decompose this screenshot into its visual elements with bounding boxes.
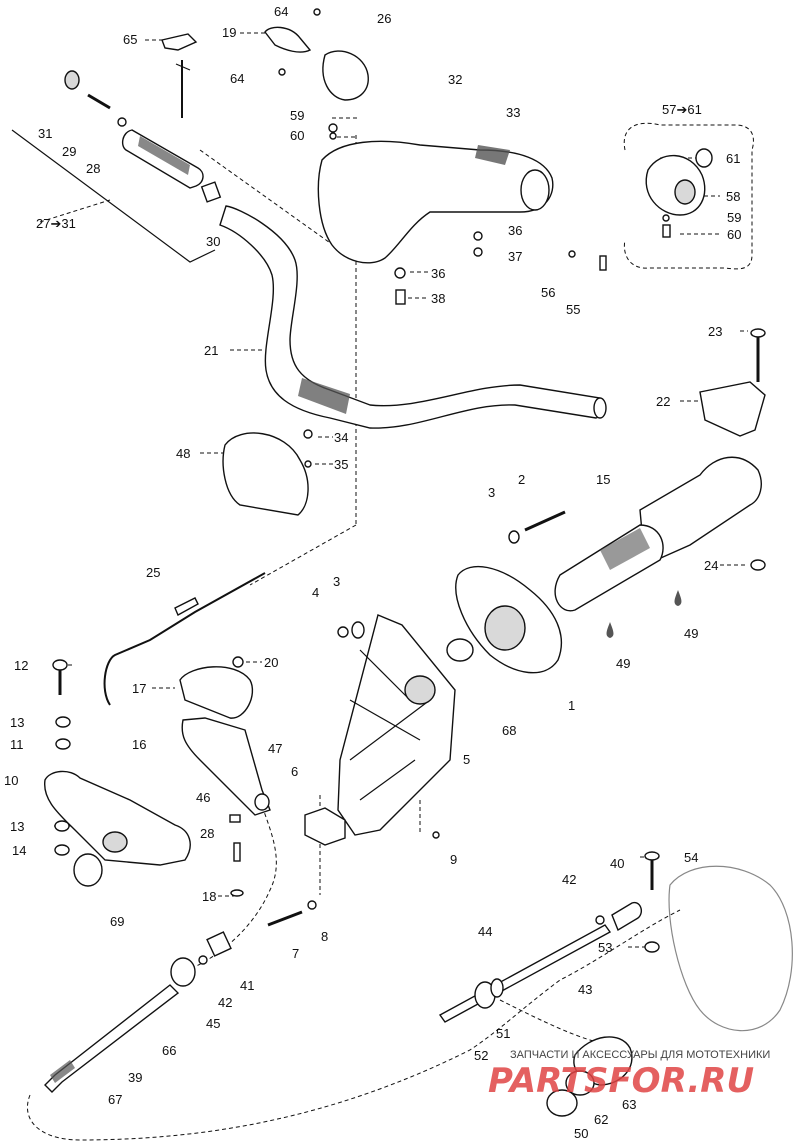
label-35: 35 [334,457,348,472]
label-26: 26 [377,11,391,26]
label-60: 60 [727,227,741,242]
steering-column [446,328,766,674]
label-43: 43 [578,982,592,997]
label-1: 1 [568,698,575,713]
label-20: 20 [264,655,278,670]
label-52: 52 [474,1048,488,1063]
label-65: 65 [123,32,137,47]
label-49: 49 [616,656,630,671]
watermark-caption: ЗАПЧАСТИ И АКСЕССУАРЫ ДЛЯ МОТОТЕХНИКИ [510,1049,770,1061]
label-41: 41 [240,978,254,993]
handlebar [219,205,607,429]
label-2: 2 [518,472,525,487]
label-37: 37 [508,249,522,264]
label-3: 3 [333,574,340,589]
label-42: 42 [562,872,576,887]
switch-assembly [568,148,713,271]
label-28: 28 [200,826,214,841]
label-45: 45 [206,1016,220,1031]
watermark: ЗАПЧАСТИ И АКСЕССУАРЫ ДЛЯ МОТОТЕХНИКИ PA… [488,1049,770,1101]
label-15: 15 [596,472,610,487]
label-11: 11 [10,737,24,752]
label-46: 46 [196,790,210,805]
label-30: 30 [206,234,220,249]
label-5: 5 [463,752,470,767]
label-39: 39 [128,1070,142,1085]
label-8: 8 [321,929,328,944]
label-54: 54 [684,850,698,865]
label-59: 59 [727,210,741,225]
label-13: 13 [10,715,24,730]
label-42: 42 [218,995,232,1010]
label-27-31: 27➔31 [36,216,76,231]
label-23: 23 [708,324,722,339]
label-33: 33 [506,105,520,120]
label-32: 32 [448,72,462,87]
label-62: 62 [594,1112,608,1127]
label-64: 64 [230,71,244,86]
label-7: 7 [292,946,299,961]
label-16: 16 [132,737,146,752]
label-44: 44 [478,924,492,939]
cover-and-arm [103,429,313,897]
grip-and-caps [64,8,369,203]
label-24: 24 [704,558,718,573]
label-6: 6 [291,764,298,779]
label-25: 25 [146,565,160,580]
label-60: 60 [290,128,304,143]
label-21: 21 [204,343,218,358]
label-13: 13 [10,819,24,834]
label-19: 19 [222,25,236,40]
label-49: 49 [684,626,698,641]
label-55: 55 [566,302,580,317]
label-14: 14 [12,843,26,858]
label-58: 58 [726,189,740,204]
label-29: 29 [62,144,76,159]
label-3: 3 [488,485,495,500]
label-66: 66 [162,1043,176,1058]
label-40: 40 [610,856,624,871]
label-56: 56 [541,285,555,300]
label-69: 69 [110,914,124,929]
label-36: 36 [431,266,445,281]
label-12: 12 [14,658,28,673]
label-61: 61 [726,151,740,166]
label-9: 9 [450,852,457,867]
support-bracket [267,614,456,927]
label-10: 10 [4,773,18,788]
label-53: 53 [598,940,612,955]
label-63: 63 [622,1097,636,1112]
label-22: 22 [656,394,670,409]
callout-labels: 64 19 26 65 64 32 31 59 60 33 57➔61 29 2… [4,4,741,1141]
label-36: 36 [508,223,522,238]
label-59: 59 [290,108,304,123]
label-38: 38 [431,291,445,306]
label-34: 34 [334,430,348,445]
watermark-brand: PARTSFOR.RU [488,1061,754,1101]
lever-base [44,659,191,887]
label-31: 31 [38,126,52,141]
handlebar-cover [317,123,554,305]
label-17: 17 [132,681,146,696]
label-68: 68 [502,723,516,738]
lower-cables [44,851,793,1117]
label-28: 28 [86,161,100,176]
label-48: 48 [176,446,190,461]
label-50: 50 [574,1126,588,1141]
label-4: 4 [312,585,319,600]
label-47: 47 [268,741,282,756]
label-18: 18 [202,889,216,904]
label-57-61: 57➔61 [662,102,702,117]
label-67: 67 [108,1092,122,1107]
label-51: 51 [496,1026,510,1041]
label-64: 64 [274,4,288,19]
